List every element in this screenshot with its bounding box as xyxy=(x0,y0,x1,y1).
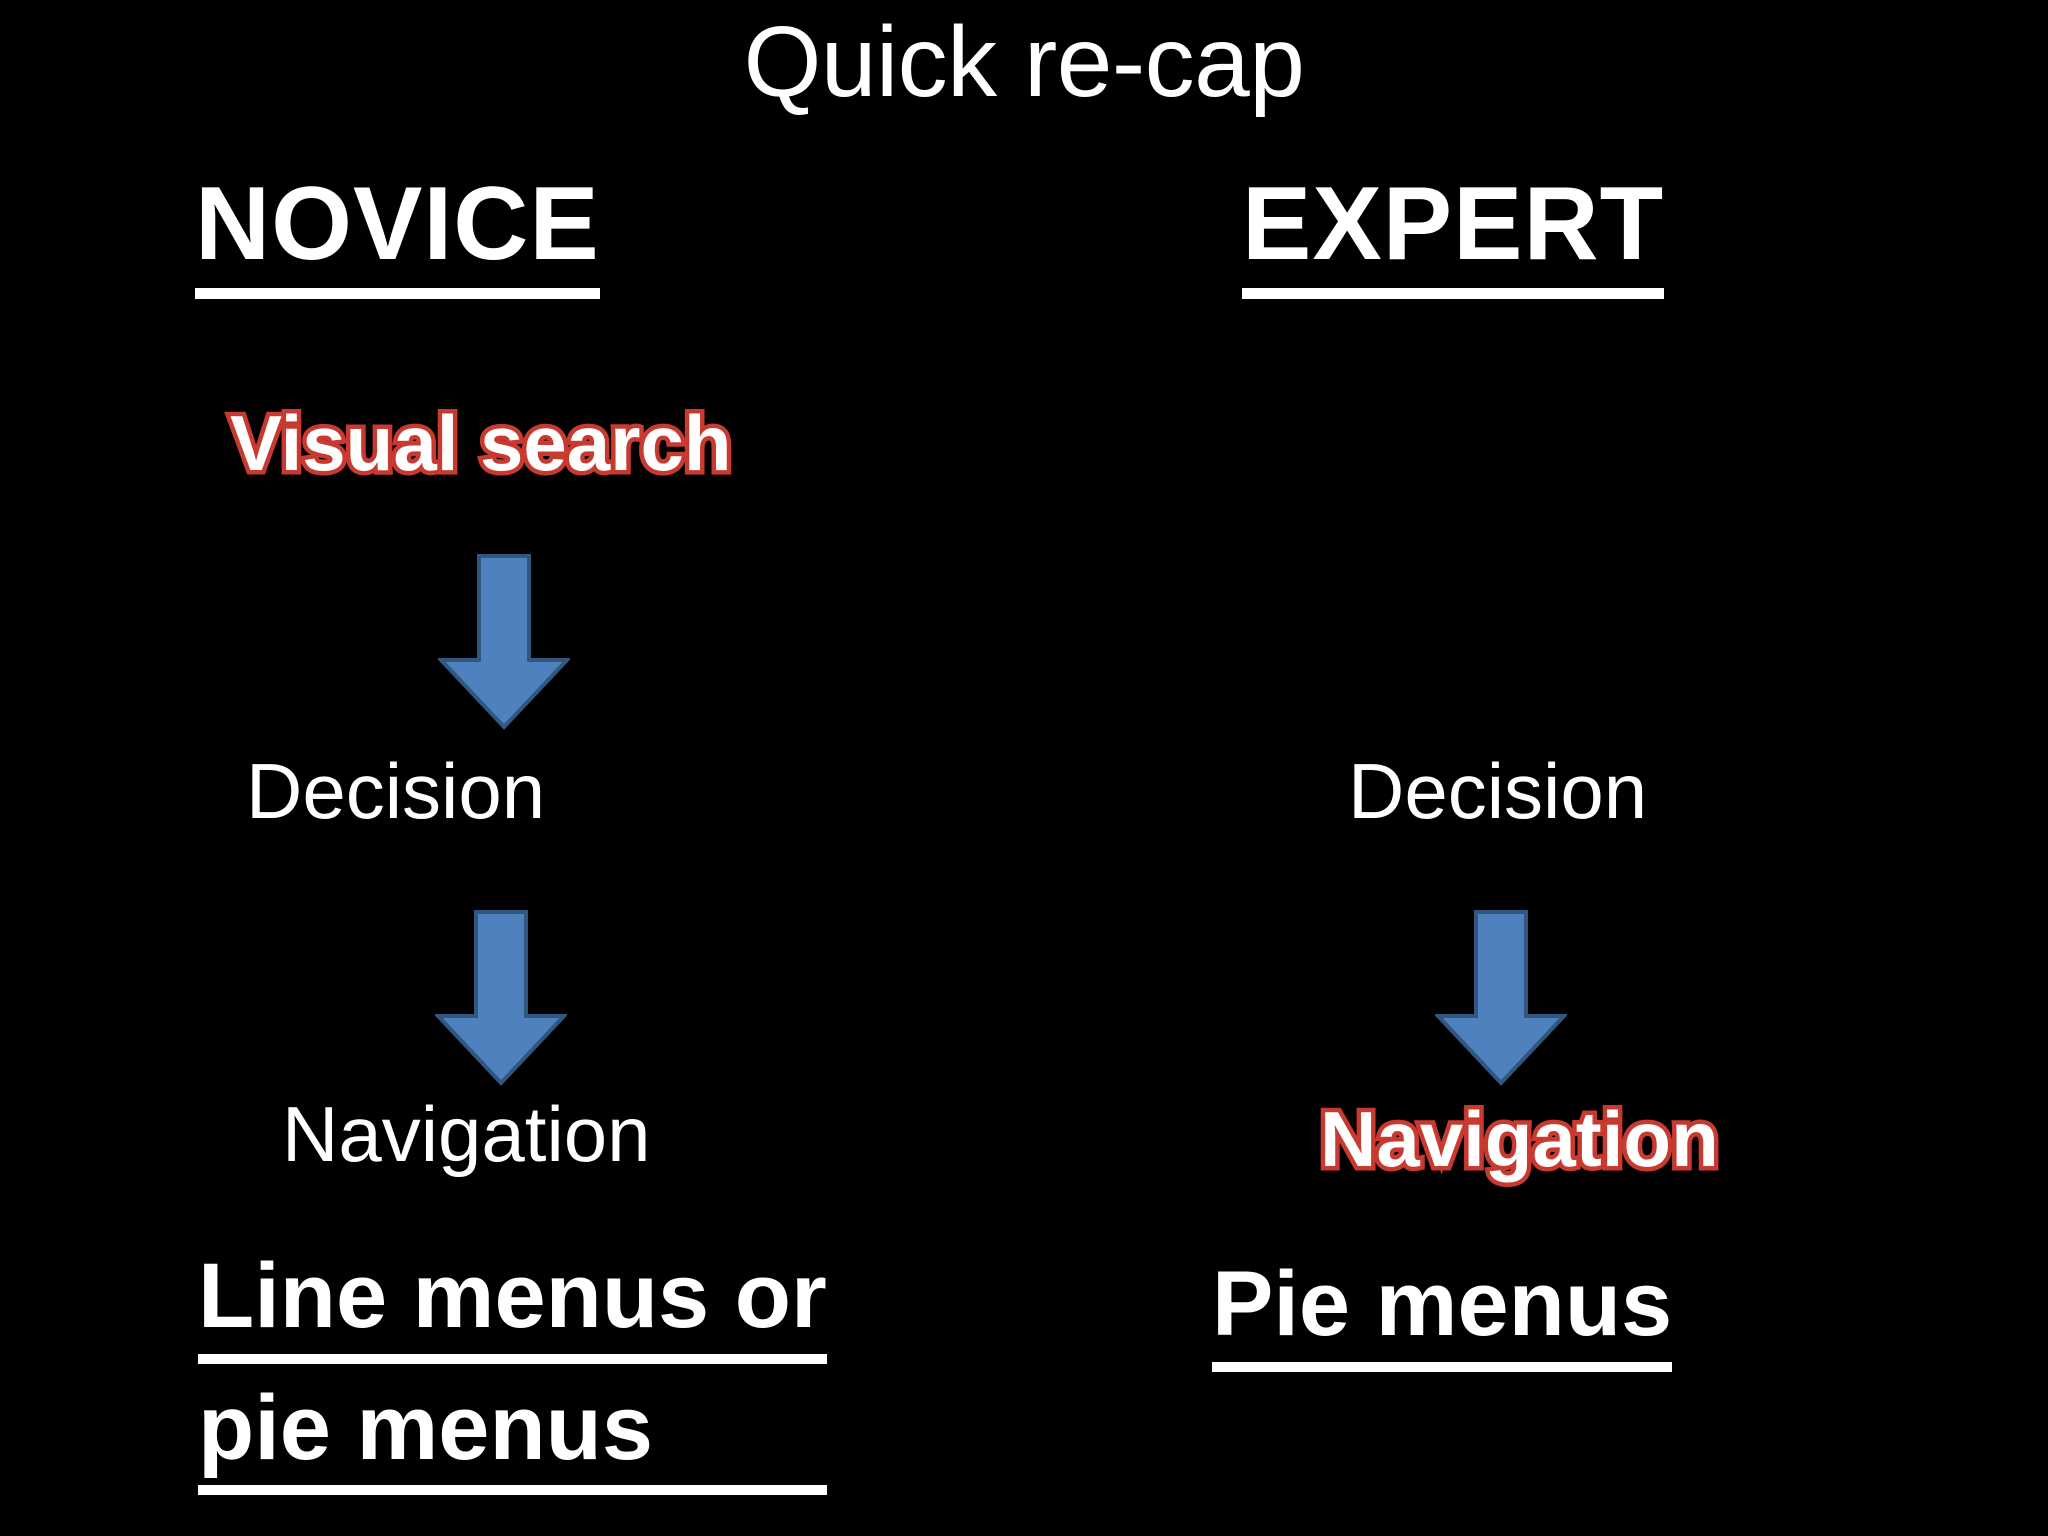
arrow-expert-1-icon xyxy=(1435,910,1567,1086)
outcome-novice-line-2: pie menus xyxy=(198,1374,827,1496)
outcome-novice-line-1: Line menus or xyxy=(198,1242,827,1364)
outcome-novice-line-1-label: Line menus or xyxy=(198,1245,827,1347)
step-expert-navigation: Navigation xyxy=(1316,1095,1724,1183)
outcome-novice-line-2-label: pie menus xyxy=(198,1376,654,1479)
outcome-novice-line-2-underline xyxy=(198,1485,827,1496)
arrow-novice-1-icon xyxy=(438,554,570,730)
step-expert-decision: Decision xyxy=(1348,747,1648,835)
column-novice: NOVICE Visual search Decision Navigation… xyxy=(60,0,960,1536)
arrow-novice-2-icon xyxy=(435,910,567,1086)
column-heading-novice: NOVICE xyxy=(195,172,600,299)
column-expert: EXPERT Decision Navigation Pie menus xyxy=(1090,0,1990,1536)
column-heading-novice-underline xyxy=(195,288,600,299)
outcome-novice: Line menus or pie menus xyxy=(198,1242,827,1505)
column-heading-novice-label: NOVICE xyxy=(195,166,600,282)
outcome-expert-line-1: Pie menus xyxy=(1212,1250,1673,1372)
column-heading-expert: EXPERT xyxy=(1242,172,1665,299)
step-novice-decision: Decision xyxy=(246,747,546,835)
column-heading-expert-label: EXPERT xyxy=(1242,166,1665,282)
outcome-novice-line-1-underline xyxy=(198,1353,827,1364)
column-heading-expert-underline xyxy=(1242,288,1665,299)
slide-title: Quick re-cap xyxy=(743,6,1305,118)
outcome-expert: Pie menus xyxy=(1212,1250,1673,1382)
step-novice-navigation: Navigation xyxy=(282,1090,651,1178)
step-novice-visual-search: Visual search xyxy=(226,399,737,487)
outcome-expert-line-1-underline xyxy=(1212,1361,1673,1372)
outcome-expert-line-1-label: Pie menus xyxy=(1212,1253,1673,1355)
